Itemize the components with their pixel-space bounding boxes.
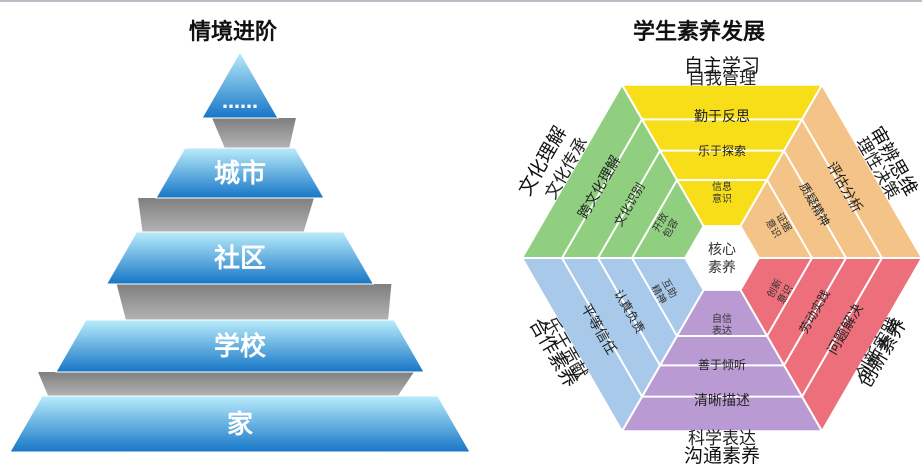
- hexagon-ring-line: [766, 257, 813, 337]
- hexagon-ring-line: [561, 118, 643, 259]
- competency-label: 信息: [712, 180, 732, 193]
- pyramid-connector-3: [116, 284, 392, 320]
- core-label: 核心: [708, 242, 736, 258]
- hexagon-ring-line: [631, 257, 678, 337]
- hexagon-ring-line: [783, 257, 847, 366]
- pyramid-level-2: [155, 147, 325, 199]
- competency-label: 自我管理: [688, 69, 756, 89]
- hexagon-ring-line: [597, 257, 661, 366]
- hexagon-ring-line: [561, 257, 643, 398]
- pyramid-level-label: ……: [222, 92, 258, 113]
- hexagon-core: [684, 225, 760, 291]
- competency-label: 自信: [712, 312, 732, 325]
- pyramid-connector-1: [212, 118, 296, 148]
- pyramid-level-5: [9, 395, 471, 453]
- competency-label: 清晰描述: [694, 393, 750, 409]
- hexagon-sector-top-left: [520, 82, 724, 259]
- hexagon-title: 学生素养发展: [633, 20, 766, 45]
- hexagon-ring-line: [631, 179, 678, 259]
- competency-label: 善于倾听: [698, 357, 746, 372]
- pyramid-connector-4: [38, 372, 414, 396]
- pyramid-level-1: [201, 50, 279, 119]
- pyramid-level-label: 社区: [214, 243, 266, 274]
- pyramid-level-label: 城市: [214, 158, 266, 189]
- hexagon-ring-line: [766, 179, 813, 259]
- hexagon-ring-line: [801, 118, 883, 259]
- core-label: 素养: [708, 260, 736, 276]
- hexagon-ring-line: [801, 257, 883, 398]
- hexagon-ring-line: [783, 150, 847, 259]
- competency-label: 意识: [712, 192, 732, 205]
- dimension-label-top: 自主学习: [684, 55, 760, 77]
- pyramid-level-label: 家: [227, 409, 253, 440]
- competency-label: 表达: [712, 324, 732, 337]
- pyramid-level-4: [55, 319, 425, 373]
- pyramid-level-3: [105, 231, 375, 285]
- competency-label: 乐于探索: [698, 144, 746, 158]
- dimension-label-bottom: 沟通素养: [684, 445, 760, 467]
- hexagon-ring-line: [597, 150, 661, 259]
- competency-label: 科学表达: [688, 429, 756, 449]
- pyramid-title: 情境进阶: [189, 20, 278, 45]
- pyramid-connector-2: [138, 198, 314, 232]
- competency-label: 勤于反思: [694, 109, 750, 125]
- top-divider: [0, 0, 922, 2]
- pyramid-level-label: 学校: [214, 331, 267, 362]
